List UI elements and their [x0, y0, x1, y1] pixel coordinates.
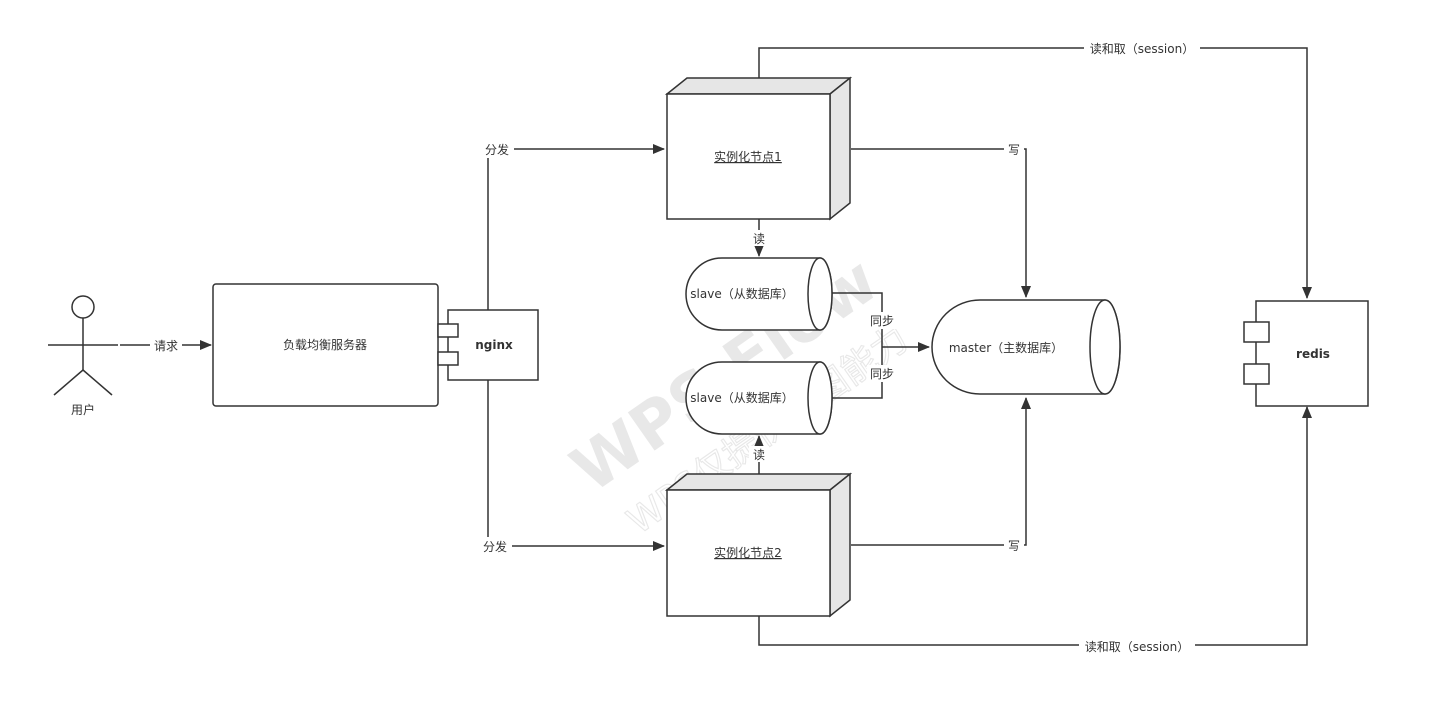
edge-label-write-2: 写	[1008, 539, 1020, 553]
edge-label-dispatch-1: 分发	[485, 142, 509, 157]
edge-label-read-2: 读	[753, 448, 765, 462]
instance-node-1-label: 实例化节点1	[714, 149, 782, 164]
nginx-label: nginx	[475, 338, 513, 352]
component-icon	[1243, 321, 1270, 385]
edge-session-top	[758, 47, 1312, 299]
edge-write-2	[851, 397, 1031, 546]
edge-label-write-1: 写	[1008, 143, 1020, 157]
master-db-label: master（主数据库）	[949, 340, 1063, 355]
master-db: master（主数据库）	[931, 299, 1121, 395]
slave-db-2-label: slave（从数据库）	[690, 390, 793, 405]
edge-label-sync-2: 同步	[870, 367, 894, 381]
edge-label-sync-1: 同步	[870, 314, 894, 328]
instance-node-2: 实例化节点2	[664, 472, 853, 618]
slave-db-1: slave（从数据库）	[685, 257, 833, 331]
edge-dispatch-1	[487, 144, 665, 310]
slave-db-1-label: slave（从数据库）	[690, 286, 793, 301]
edge-write-1	[851, 148, 1031, 298]
user-label: 用户	[71, 402, 95, 417]
nginx-component: nginx	[437, 309, 539, 381]
component-icon	[437, 323, 459, 366]
edge-label-dispatch-2: 分发	[483, 539, 507, 554]
edge-label-session-bottom: 读和取（session）	[1085, 640, 1189, 654]
instance-node-2-label: 实例化节点2	[714, 545, 782, 560]
instance-node-1: 实例化节点1	[664, 76, 853, 221]
user-icon	[48, 295, 118, 396]
edge-session-bottom	[758, 406, 1312, 646]
load-balancer-label: 负载均衡服务器	[283, 337, 367, 352]
edge-label-session-top: 读和取（session）	[1090, 42, 1194, 56]
edge-label-read-1: 读	[753, 232, 765, 246]
load-balancer-node: 负载均衡服务器	[212, 283, 439, 407]
user-actor: 用户	[48, 295, 118, 417]
slave-db-2: slave（从数据库）	[685, 361, 833, 435]
edge-sync-2	[832, 347, 883, 399]
edge-label-request: 请求	[154, 339, 178, 353]
redis-label: redis	[1296, 347, 1330, 361]
redis-component: redis	[1243, 300, 1369, 407]
